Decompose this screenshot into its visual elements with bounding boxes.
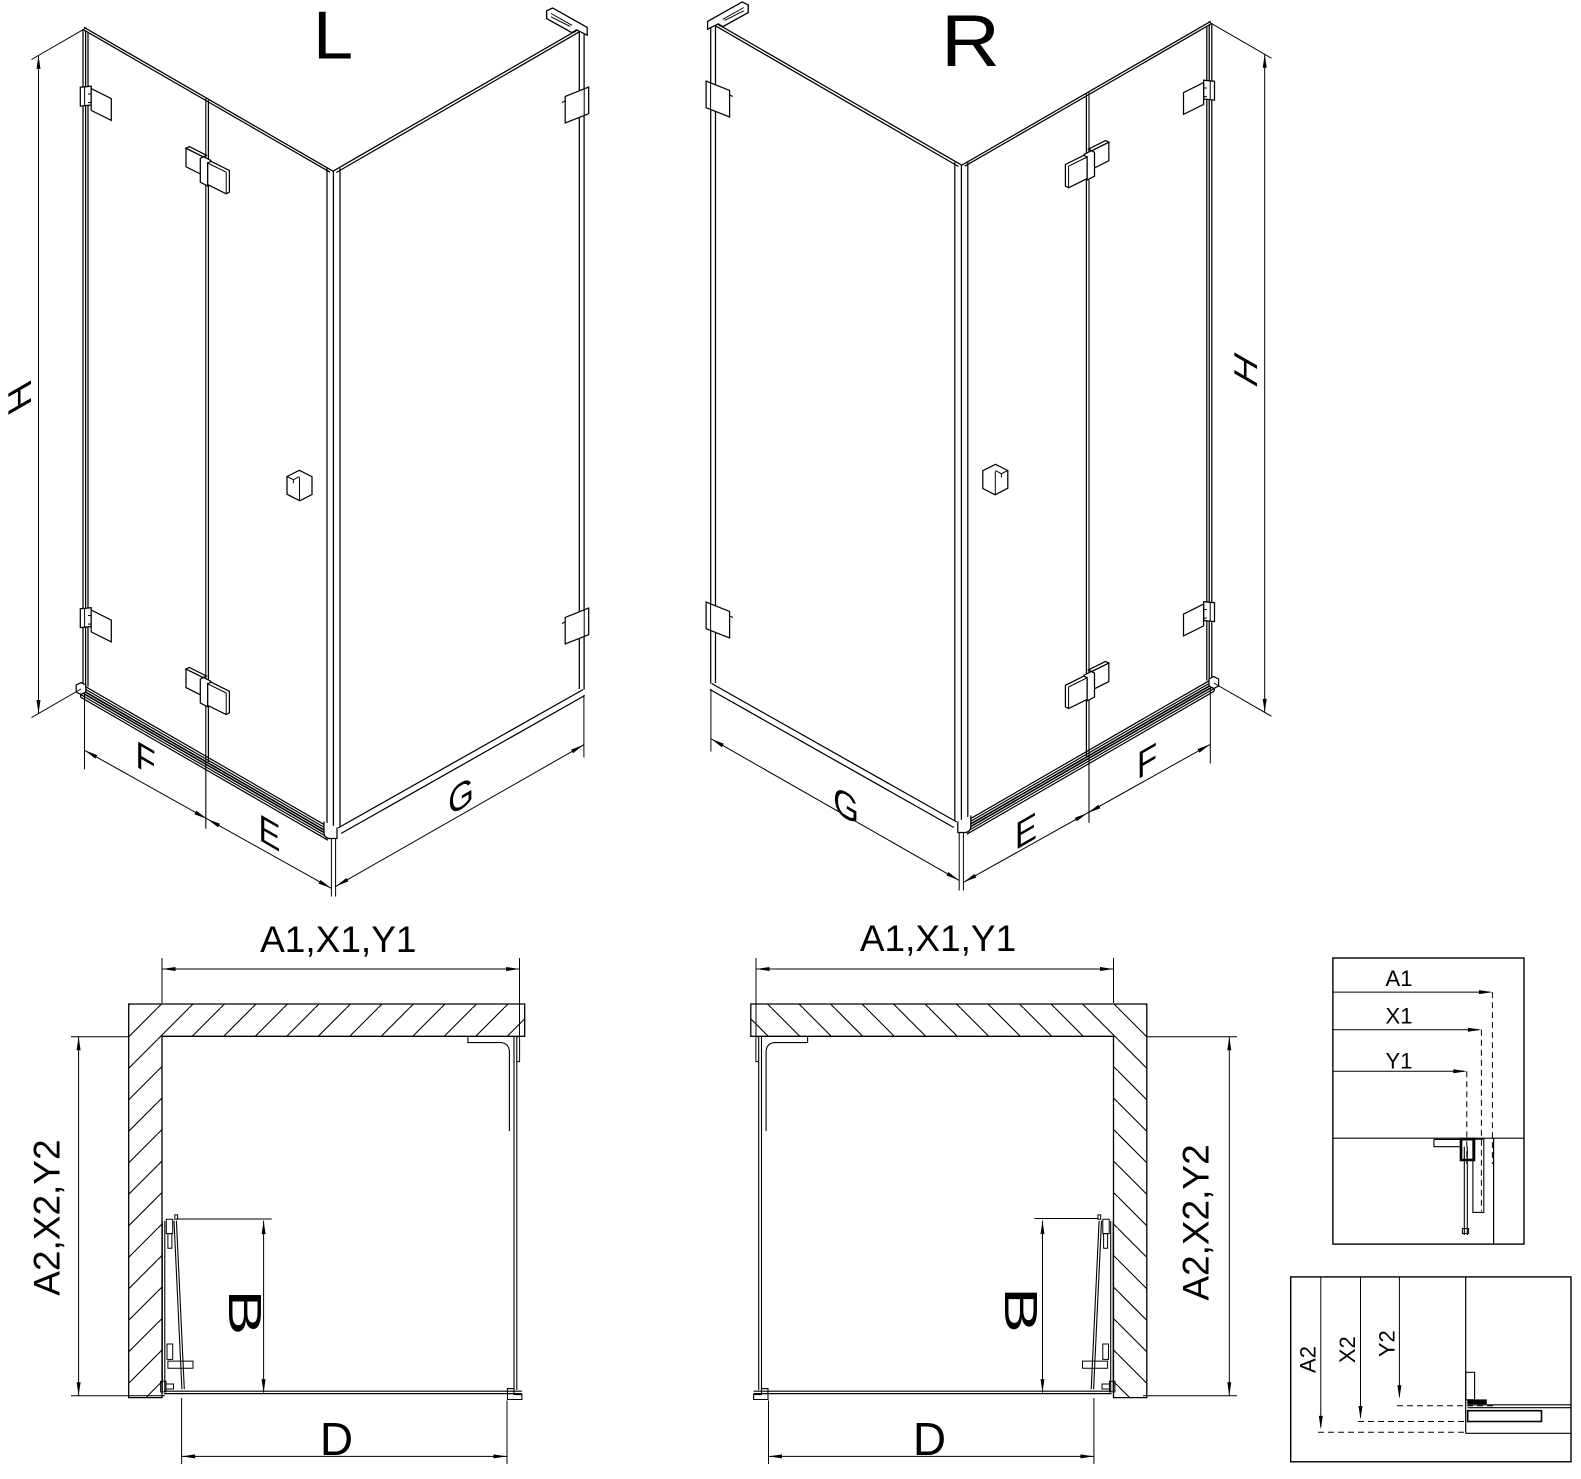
svg-text:A2,X2,Y2: A2,X2,Y2 [1176, 1144, 1217, 1300]
svg-text:Y2: Y2 [1375, 1330, 1400, 1357]
svg-text:R: R [941, 1, 1000, 82]
svg-text:A2: A2 [1296, 1346, 1321, 1373]
svg-text:F: F [1137, 735, 1157, 789]
svg-text:A1,X1,Y1: A1,X1,Y1 [860, 918, 1016, 959]
svg-text:F: F [135, 733, 155, 787]
svg-text:A1,X1,Y1: A1,X1,Y1 [260, 919, 416, 960]
svg-text:D: D [320, 1413, 353, 1465]
svg-text:X1: X1 [1386, 1004, 1413, 1029]
svg-text:X2: X2 [1335, 1336, 1360, 1363]
svg-text:A2,X2,Y2: A2,X2,Y2 [27, 1139, 68, 1295]
svg-text:B: B [995, 1287, 1046, 1333]
svg-text:A1: A1 [1386, 966, 1413, 991]
svg-text:D: D [913, 1413, 946, 1465]
svg-text:L: L [313, 0, 353, 73]
svg-text:E: E [259, 807, 281, 862]
svg-text:Y1: Y1 [1386, 1049, 1413, 1074]
svg-text:B: B [219, 1289, 270, 1335]
svg-text:E: E [1015, 805, 1037, 860]
